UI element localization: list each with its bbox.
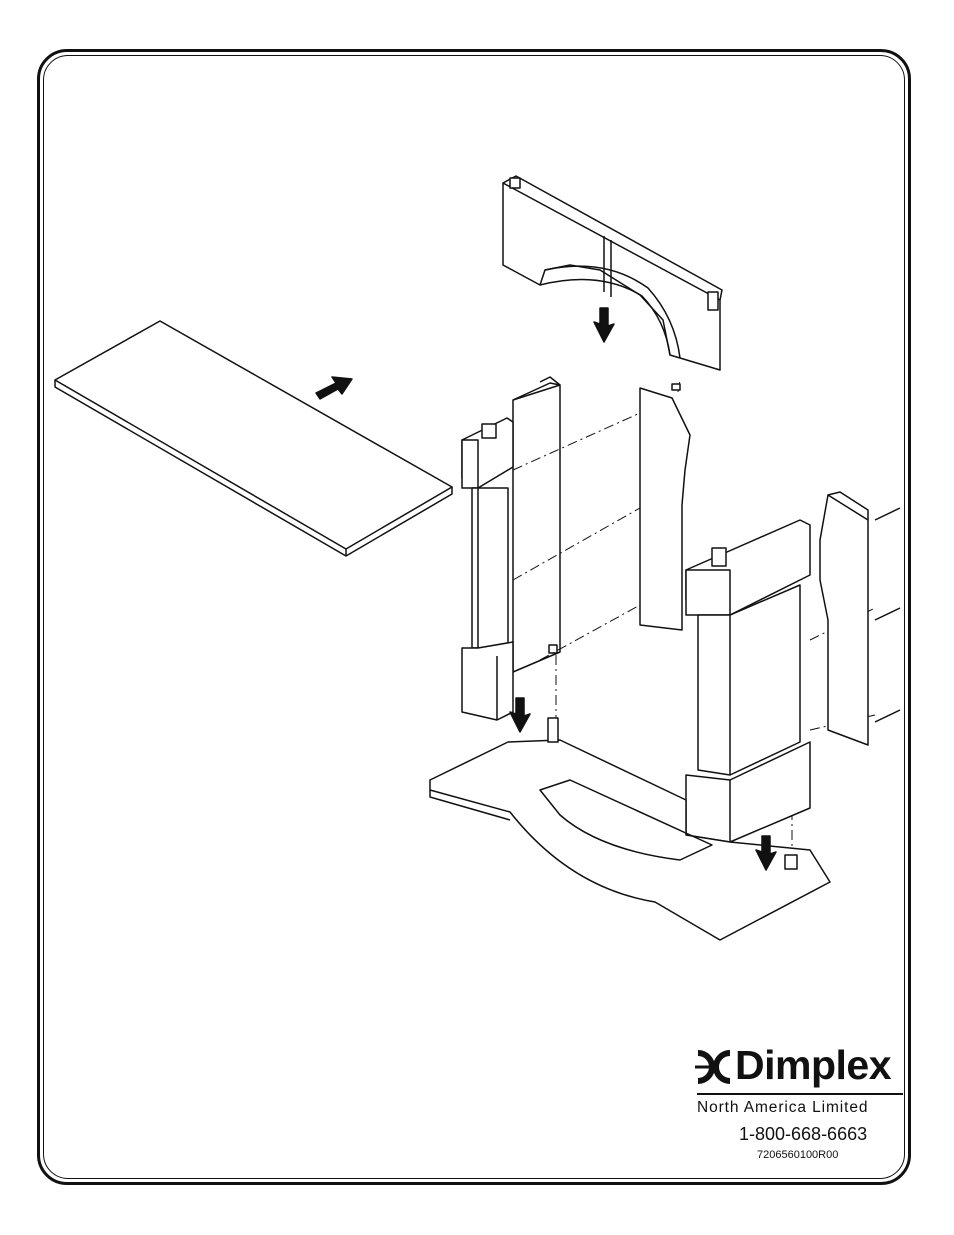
left-side-panel [513, 377, 560, 672]
dimplex-logo: Dimplex [695, 1044, 905, 1090]
header-panel [503, 176, 722, 370]
arrow-down-icon [594, 308, 614, 342]
brand-name: Dimplex [735, 1042, 891, 1088]
right-side-panel [820, 492, 900, 745]
arrow-up-right-icon [316, 377, 352, 399]
phone-number: 1-800-668-6663 [739, 1124, 867, 1145]
right-pillar [686, 520, 810, 842]
part-number: 7206560100R00 [757, 1149, 838, 1161]
left-pillar [462, 418, 513, 720]
brand-subtitle: North America Limited [697, 1099, 903, 1117]
mantel-top-shelf [55, 321, 452, 556]
dimplex-dc-mark-icon [695, 1050, 733, 1084]
center-side-panel [640, 384, 690, 630]
logo-divider [697, 1093, 903, 1095]
